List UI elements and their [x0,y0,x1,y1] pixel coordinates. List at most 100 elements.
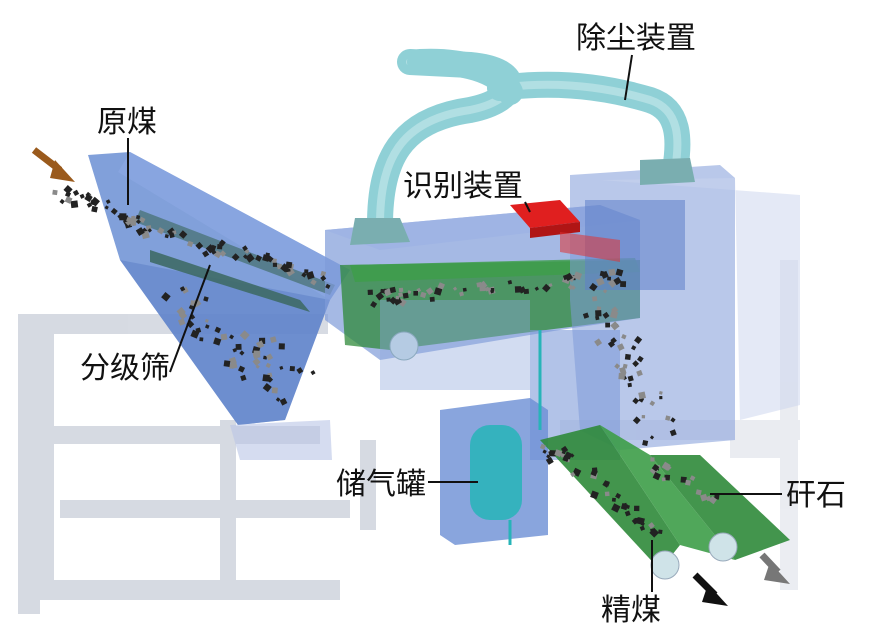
coal-particle [266,255,274,263]
coal-particle [490,288,495,292]
coal-particle [104,205,109,210]
coal-particle [641,415,646,419]
coal-particle [210,249,217,255]
label-identification-group: 识别装置 [403,169,531,213]
coal-particle [637,517,645,526]
coal-particle [177,318,186,326]
coal-particle [595,310,602,317]
coal-particle [110,207,118,215]
coal-particle [231,253,240,262]
coal-particle [649,435,655,440]
coal-particle [650,457,655,462]
coal-particle [52,189,58,196]
coal-particle [670,417,676,423]
coal-particle [609,310,619,319]
coal-particle [306,270,315,280]
coal-particle [219,250,227,257]
label-clean-coal: 精煤 [601,593,661,628]
coal-particle [320,275,327,282]
coal-particle [269,336,277,344]
coal-particle [539,443,546,450]
coal-particle [599,270,606,277]
coal-particle [176,307,186,317]
coal-particle [204,319,209,323]
coal-particle [602,289,608,294]
coal-particle [239,350,245,356]
coal-particle [608,268,616,277]
label-dust-removal: 除尘装置 [576,21,696,56]
coal-particle [105,199,111,205]
coal-particle [664,474,671,481]
coal-particle [272,258,277,264]
coal-particle [615,268,624,277]
coal-particle [661,461,671,471]
coal-particle [596,306,602,311]
coal-particle [398,292,403,298]
coal-particle [147,228,152,233]
coal-particle [70,200,79,209]
coal-particle [285,261,293,269]
coal-particle [507,279,513,285]
coal-particle [310,279,317,286]
duct-feet [350,158,695,245]
label-dust-removal-group: 除尘装置 [576,21,696,101]
coal-particle [218,239,226,247]
coal-particle [296,367,304,375]
coal-particle [554,449,563,458]
feed-arrow [31,147,75,182]
coal-particle [607,276,612,281]
coal-particle [637,355,644,363]
coal-particle [614,363,621,370]
lower-conveyors [540,425,790,580]
coal-particle [367,289,373,295]
coal-particle [632,397,640,405]
coal-particle [610,321,620,331]
coal-particle [649,400,656,407]
label-gas-tank: 储气罐 [336,467,426,502]
coal-particle [195,241,204,250]
coal-particle [618,372,626,380]
label-clean-coal-group: 精煤 [601,540,661,628]
coal-particle [589,282,598,292]
coal-particle [648,522,655,529]
coal-particle [595,277,605,287]
coal-particle [484,286,490,292]
coal-particle [265,252,270,258]
coal-particle [594,338,603,347]
coal-particle [289,365,295,372]
coal-particle [627,382,632,388]
coal-particle [479,284,486,292]
coal-particle [611,497,616,502]
coal-particle [164,234,169,239]
coal-particle [567,284,574,291]
coal-particle [220,333,228,341]
coal-particle [232,347,237,353]
coal-particle [119,213,127,221]
coal-particle [631,345,637,351]
coal-particle [561,449,566,455]
coal-particle [135,227,145,237]
coal-particle [203,296,209,302]
coal-particle [636,369,643,377]
coal-particle [545,456,554,465]
coal-particle [638,391,646,400]
coal-particle [658,529,663,535]
coal-particle [255,254,263,262]
coal-particle [210,244,217,251]
coal-particle [255,364,260,369]
coal-particle [620,281,627,288]
coal-particle [570,453,575,458]
coal-particle [195,327,202,334]
coal-particle [235,343,242,350]
coal-particle [237,365,246,373]
coal-particle [279,397,288,406]
coal-particle [689,475,696,481]
coal-particle [619,366,627,375]
coal-particle [242,245,248,252]
coal-particle [229,356,237,365]
coal-particles [52,185,720,538]
coal-particle [632,416,641,425]
coal-particle [616,343,625,351]
coal-particle [429,296,435,302]
